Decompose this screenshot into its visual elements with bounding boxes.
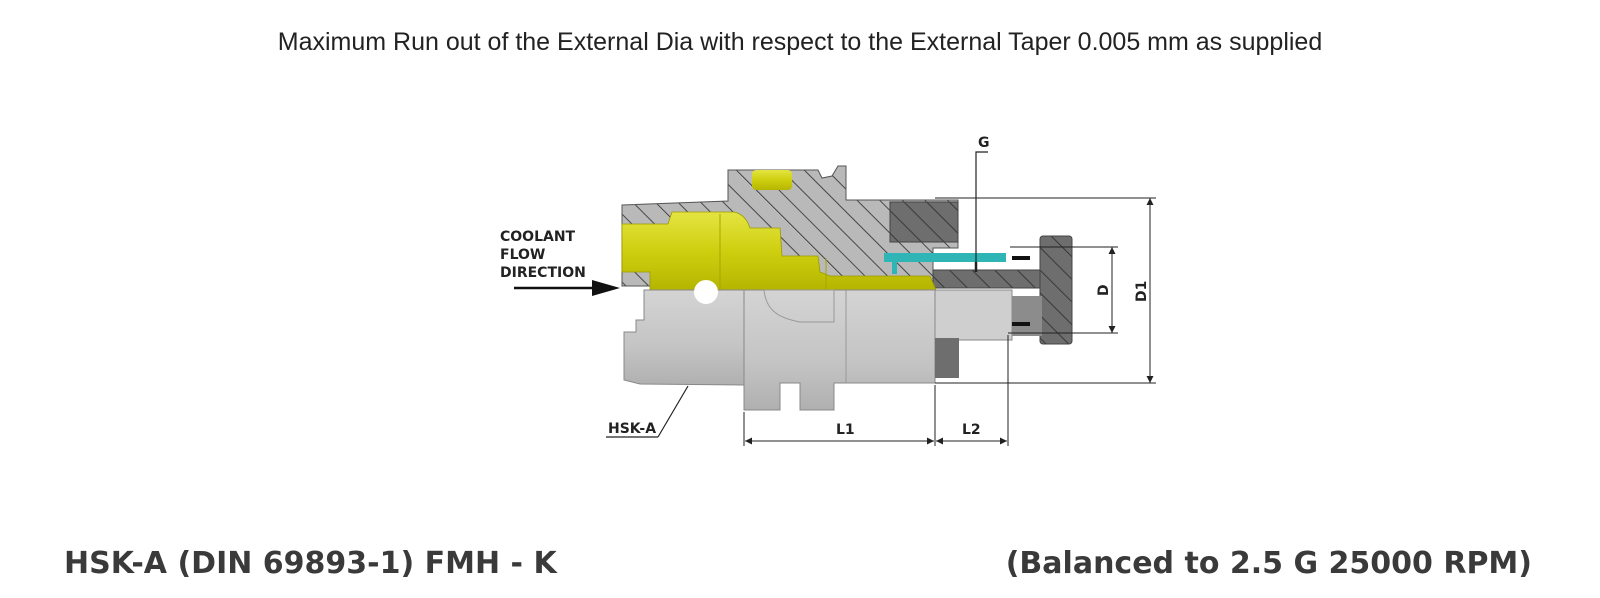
coolant-flow-arrow bbox=[514, 280, 620, 296]
coolant-tube bbox=[621, 170, 937, 291]
dimension-d bbox=[1008, 246, 1118, 334]
dim-l2-label: L2 bbox=[962, 422, 981, 438]
coolant-label-3: DIRECTION bbox=[500, 265, 586, 281]
balance-spec: (Balanced to 2.5 G 25000 RPM) bbox=[1005, 546, 1532, 581]
hsk-shank bbox=[623, 280, 1042, 411]
dimension-d1 bbox=[935, 197, 1156, 384]
dimension-g bbox=[974, 151, 988, 272]
coolant-label-2: FLOW bbox=[500, 247, 545, 263]
coolant-label-1: COOLANT bbox=[500, 229, 576, 245]
dim-d1-label: D1 bbox=[1134, 281, 1150, 302]
coolant-channel bbox=[884, 253, 1006, 274]
dim-d-label: D bbox=[1096, 284, 1112, 296]
runout-spec-headline: Maximum Run out of the External Dia with… bbox=[277, 28, 1323, 56]
dim-g-label: G bbox=[978, 135, 990, 151]
dim-l1-label: L1 bbox=[836, 422, 855, 438]
shank-label: HSK-A bbox=[608, 421, 656, 437]
dimension-l1-l2 bbox=[743, 335, 1009, 446]
product-title: HSK-A (DIN 69893-1) FMH - K bbox=[64, 546, 557, 581]
hsk-a-leader bbox=[606, 385, 689, 438]
